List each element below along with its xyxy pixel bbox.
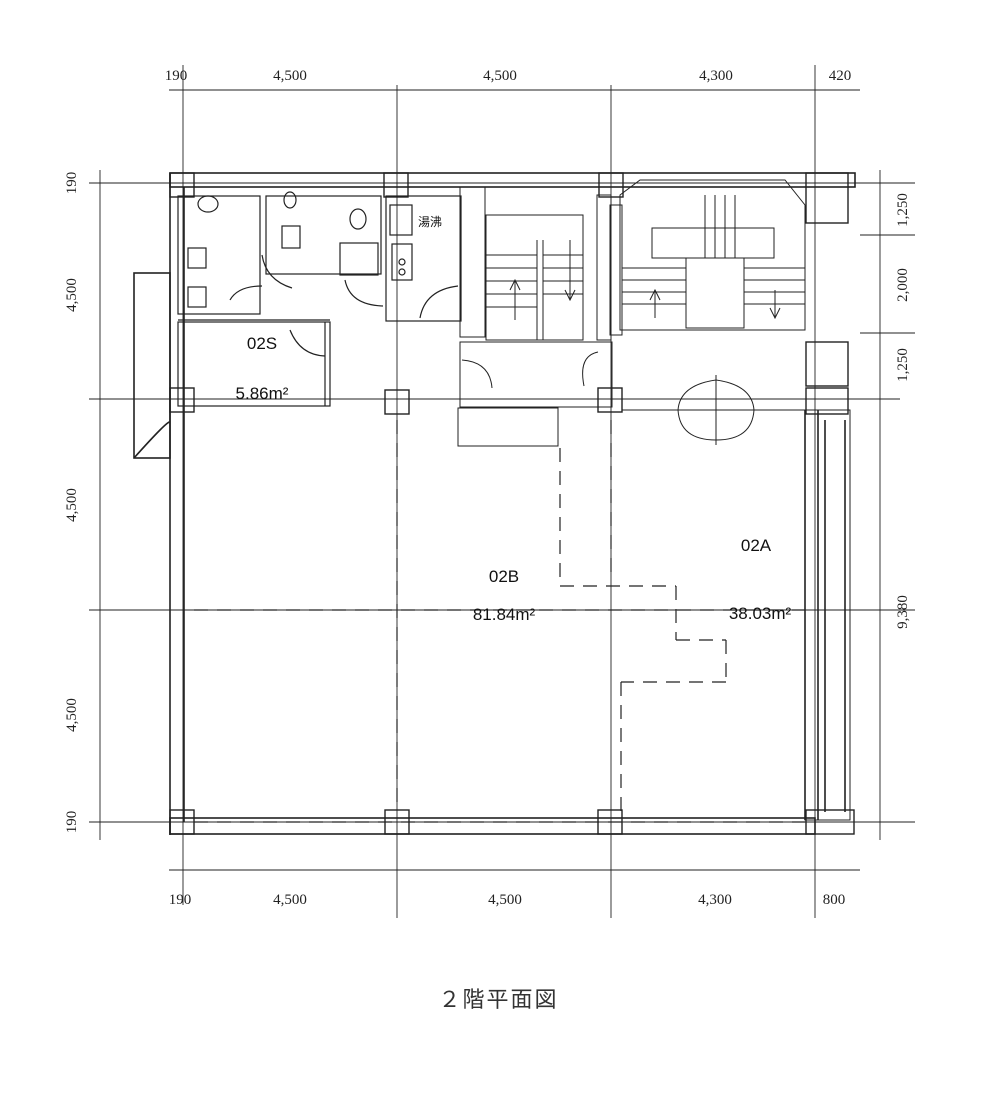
room-02a-name: 02A — [741, 536, 772, 555]
dim-bottom-3: 4,500 — [488, 892, 522, 908]
dim-right-3: 1,250 — [895, 348, 911, 382]
dashed-partitions — [194, 420, 805, 823]
room-02a-area: 38.03m² — [729, 604, 792, 623]
dim-left-1: 190 — [64, 172, 80, 195]
room-02b-area: 81.84m² — [473, 605, 536, 624]
right-dimensions: 1,250 2,000 1,250 9,380 — [895, 193, 911, 629]
plan-caption: ２階平面図 — [438, 988, 559, 1013]
dim-top-1: 190 — [165, 68, 188, 84]
kitchen-label: 湯沸 — [418, 215, 442, 229]
grid-lines — [89, 65, 915, 918]
columns — [169, 172, 855, 835]
dim-left-4: 4,500 — [64, 698, 80, 732]
stair-1 — [457, 186, 613, 447]
dim-bottom-1: 190 — [169, 892, 192, 908]
room-02b-name: 02B — [489, 567, 519, 586]
dim-right-2: 2,000 — [895, 268, 911, 302]
dim-left-5: 190 — [64, 811, 80, 834]
dim-top-3: 4,500 — [483, 68, 517, 84]
dim-bottom-4: 4,300 — [698, 892, 732, 908]
dim-top-2: 4,500 — [273, 68, 307, 84]
dim-left-3: 4,500 — [64, 488, 80, 522]
dim-left-2: 4,500 — [64, 278, 80, 312]
dim-right-4: 9,380 — [895, 595, 911, 629]
dim-top-5: 420 — [829, 68, 852, 84]
room-02s-area: 5.86m² — [236, 384, 289, 403]
room-02s-name: 02S — [247, 334, 277, 353]
outer-walls — [133, 172, 856, 835]
top-dimensions: 190 4,500 4,500 4,300 420 — [165, 68, 852, 84]
dim-right-1: 1,250 — [895, 193, 911, 227]
dim-top-4: 4,300 — [699, 68, 733, 84]
dim-bottom-2: 4,500 — [273, 892, 307, 908]
service-core — [177, 191, 462, 407]
bottom-dimensions: 190 4,500 4,500 4,300 800 — [169, 892, 846, 908]
stair-2 — [609, 179, 806, 445]
left-dimensions: 190 4,500 4,500 4,500 190 — [64, 172, 80, 834]
dim-bottom-5: 800 — [823, 892, 846, 908]
